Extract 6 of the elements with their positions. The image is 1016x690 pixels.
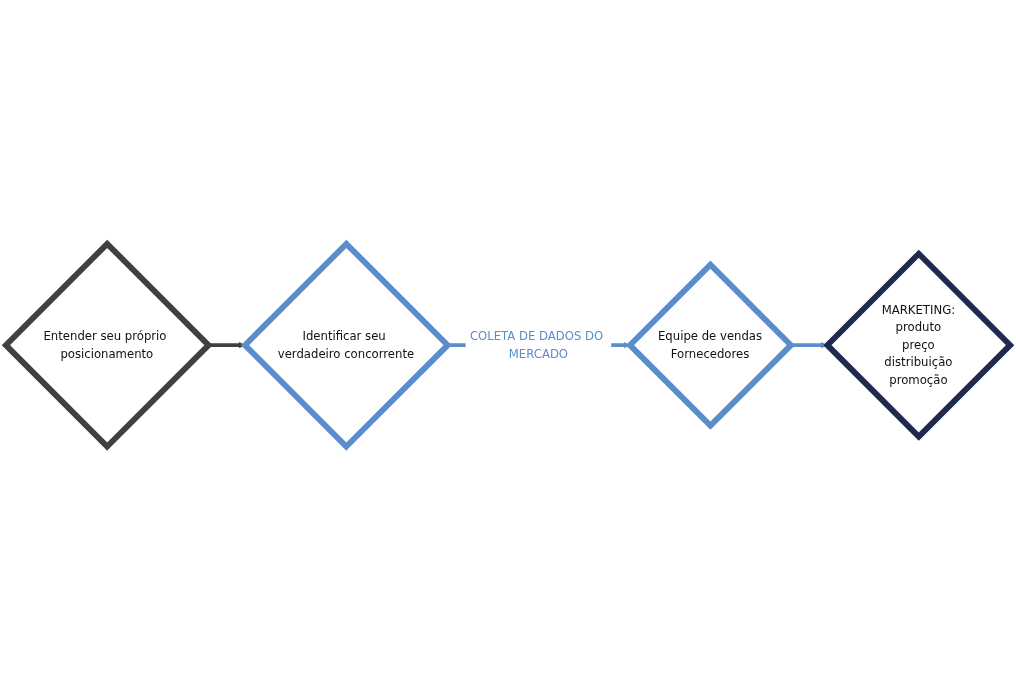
node-diamond: Entender seu próprio posicionamento <box>1 239 213 451</box>
arrow <box>208 341 245 349</box>
node-diamond: Identificar seu verdadeiro concorrente <box>240 239 452 451</box>
edge-label: COLETA DE DADOS DO MERCADO <box>469 328 604 361</box>
node-diamond: Equipe de vendas Fornecedores <box>625 260 796 430</box>
node-diamond: MARKETING: produto preço distribuição promoção <box>823 249 1015 441</box>
